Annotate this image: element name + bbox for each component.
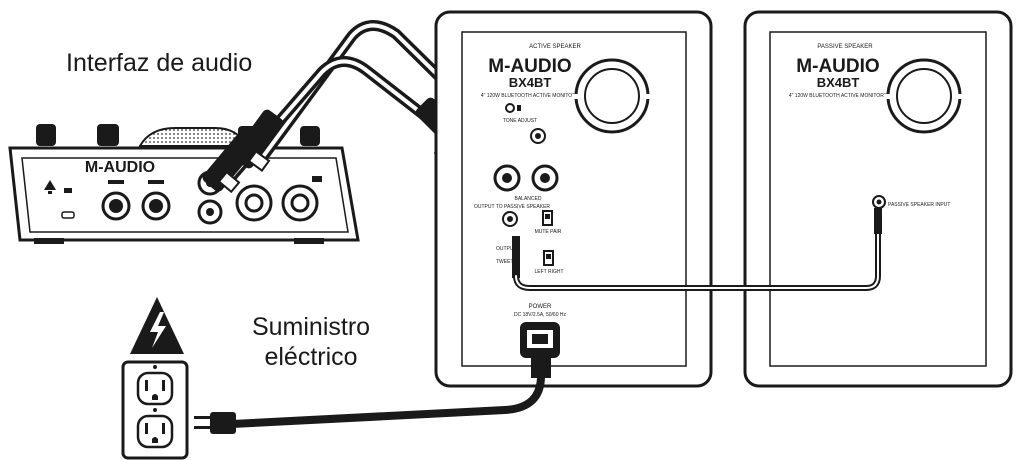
active-woofer — [572, 58, 652, 134]
audio-interface: M-AUDIO — [8, 124, 360, 244]
power-outlet-icon — [121, 360, 189, 460]
audio-interface-label: Interfaz de audio — [66, 49, 253, 77]
passive-tagline: 4" 120W BLUETOOTH ACTIVE MONITORS — [789, 93, 888, 99]
svg-text:MUTE PAIR: MUTE PAIR — [535, 229, 562, 235]
svg-text:OUTPUT: OUTPUT — [496, 246, 517, 252]
passive-brand: M-AUDIO — [796, 56, 879, 77]
passive-speaker: PASSIVE SPEAKER M-AUDIO BX4BT 4" 120W BL… — [743, 10, 1013, 388]
power-plug-icon — [194, 412, 236, 434]
power-supply-label-line1: Suministro — [251, 313, 371, 341]
power-supply-label: Suministro eléctrico — [236, 312, 386, 372]
midi-ports — [101, 180, 171, 221]
active-brand: M-AUDIO — [488, 56, 571, 77]
power-cord — [228, 352, 551, 428]
svg-text:BALANCED: BALANCED — [515, 196, 542, 202]
interface-combo-inputs — [235, 176, 322, 222]
svg-text:LEFT RIGHT: LEFT RIGHT — [534, 269, 563, 275]
active-tagline: 4" 120W BLUETOOTH ACTIVE MONITORS — [481, 93, 580, 99]
power-inlet — [520, 322, 560, 358]
speaker-link-cable — [513, 207, 882, 291]
active-input-jacks: BALANCED — [493, 164, 559, 202]
active-model: BX4BT — [509, 75, 552, 90]
svg-text:TONE ADJUST: TONE ADJUST — [503, 118, 537, 124]
passive-model: BX4BT — [817, 75, 860, 90]
cable-plugs-interface — [202, 109, 284, 194]
active-speaker: ACTIVE SPEAKER M-AUDIO BX4BT 4" 120W BLU… — [434, 10, 713, 388]
passive-header: PASSIVE SPEAKER — [817, 44, 873, 50]
active-power-spec: DC 18V/2.5A, 50/60 Hz — [514, 312, 566, 318]
active-power-label: POWER — [529, 304, 552, 310]
passive-woofer — [884, 58, 964, 134]
passive-input-label: PASSIVE SPEAKER INPUT — [888, 202, 950, 208]
speaker-cables — [226, 20, 538, 182]
lightning-warning-icon — [130, 297, 184, 354]
svg-text:OUTPUT TO PASSIVE SPEAKER: OUTPUT TO PASSIVE SPEAKER — [474, 204, 550, 210]
power-supply-label-line2: eléctrico — [264, 343, 358, 371]
interface-brand: M-AUDIO — [85, 159, 155, 176]
active-header: ACTIVE SPEAKER — [529, 44, 581, 50]
svg-text:TWEET: TWEET — [496, 259, 514, 265]
